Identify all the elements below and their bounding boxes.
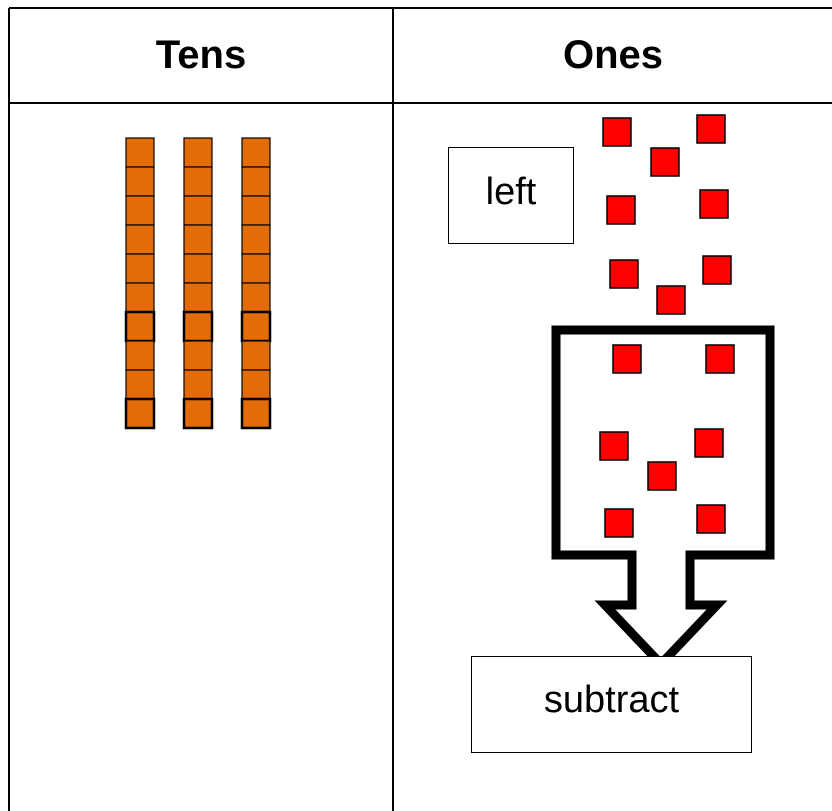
tens-unit-square	[125, 253, 155, 284]
ones-cube-subtracted	[647, 461, 677, 491]
tens-unit-square	[125, 224, 155, 255]
ones-cube-subtracted	[696, 504, 726, 534]
tens-unit-square	[183, 137, 213, 168]
tens-unit-square	[183, 195, 213, 226]
header-tens: Tens	[155, 33, 247, 77]
cubes-subtracted-group	[599, 344, 735, 538]
ones-cube-left	[609, 259, 639, 289]
tens-unit-square	[183, 369, 213, 400]
tens-unit-square	[183, 166, 213, 197]
tens-unit-square	[182, 310, 214, 343]
tens-rod	[124, 137, 156, 430]
tens-unit-square	[240, 397, 272, 430]
tens-unit-square	[183, 253, 213, 284]
tens-unit-square	[183, 340, 213, 371]
tens-unit-square	[241, 195, 271, 226]
tens-rod	[240, 137, 272, 430]
tens-unit-square	[182, 397, 214, 430]
ones-cube-subtracted	[599, 431, 629, 461]
tens-rods	[124, 137, 272, 430]
tens-unit-square	[124, 310, 156, 343]
tens-unit-square	[125, 137, 155, 168]
tens-unit-square	[125, 282, 155, 313]
tens-unit-square	[125, 340, 155, 371]
cubes-left-group	[602, 114, 732, 315]
ones-cube-subtracted	[604, 508, 634, 538]
tens-unit-square	[125, 166, 155, 197]
ones-cube-left	[656, 285, 686, 315]
tens-unit-square	[241, 137, 271, 168]
tens-rod	[182, 137, 214, 430]
ones-cube-subtracted	[705, 344, 735, 374]
tens-unit-square	[124, 397, 156, 430]
tens-unit-square	[241, 369, 271, 400]
ones-cube-left	[699, 189, 729, 219]
ones-cube-left	[650, 147, 680, 177]
tens-unit-square	[125, 195, 155, 226]
tens-unit-square	[241, 166, 271, 197]
ones-cube-left	[702, 255, 732, 285]
tens-unit-square	[183, 282, 213, 313]
header-ones: Ones	[562, 33, 664, 77]
subtract-label: subtract	[471, 656, 752, 753]
ones-cube-left	[606, 195, 636, 225]
tens-unit-square	[241, 340, 271, 371]
ones-cube-subtracted	[612, 344, 642, 374]
subtract-funnel-arrow	[551, 325, 775, 671]
left-label: left	[448, 147, 574, 244]
tens-unit-square	[241, 224, 271, 255]
ones-cube-subtracted	[694, 428, 724, 458]
tens-unit-square	[241, 253, 271, 284]
ones-cube-left	[602, 117, 632, 147]
tens-unit-square	[125, 369, 155, 400]
tens-unit-square	[183, 224, 213, 255]
ones-cube-left	[696, 114, 726, 144]
tens-unit-square	[241, 282, 271, 313]
tens-unit-square	[240, 310, 272, 343]
